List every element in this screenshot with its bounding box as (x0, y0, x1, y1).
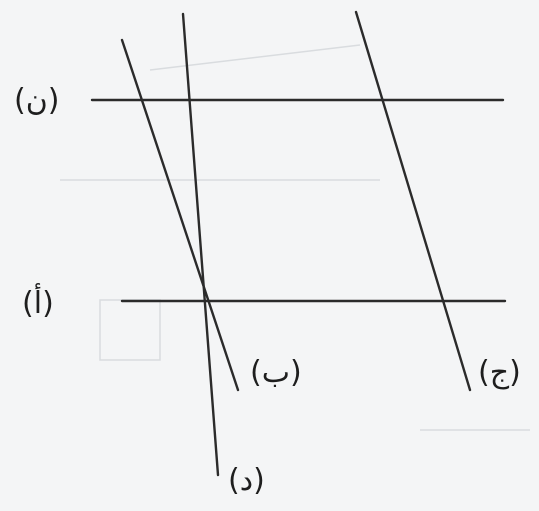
label-line-n: (ن) (14, 83, 60, 118)
label-line-a: (أ) (22, 286, 54, 321)
label-line-j: (ج) (478, 355, 521, 390)
line-b (120, 38, 240, 392)
line-d (181, 12, 220, 477)
line-j (354, 10, 472, 392)
label-line-d: (د) (228, 463, 265, 498)
bleed-through-marks (60, 44, 530, 431)
label-line-b: (ب) (250, 355, 302, 390)
